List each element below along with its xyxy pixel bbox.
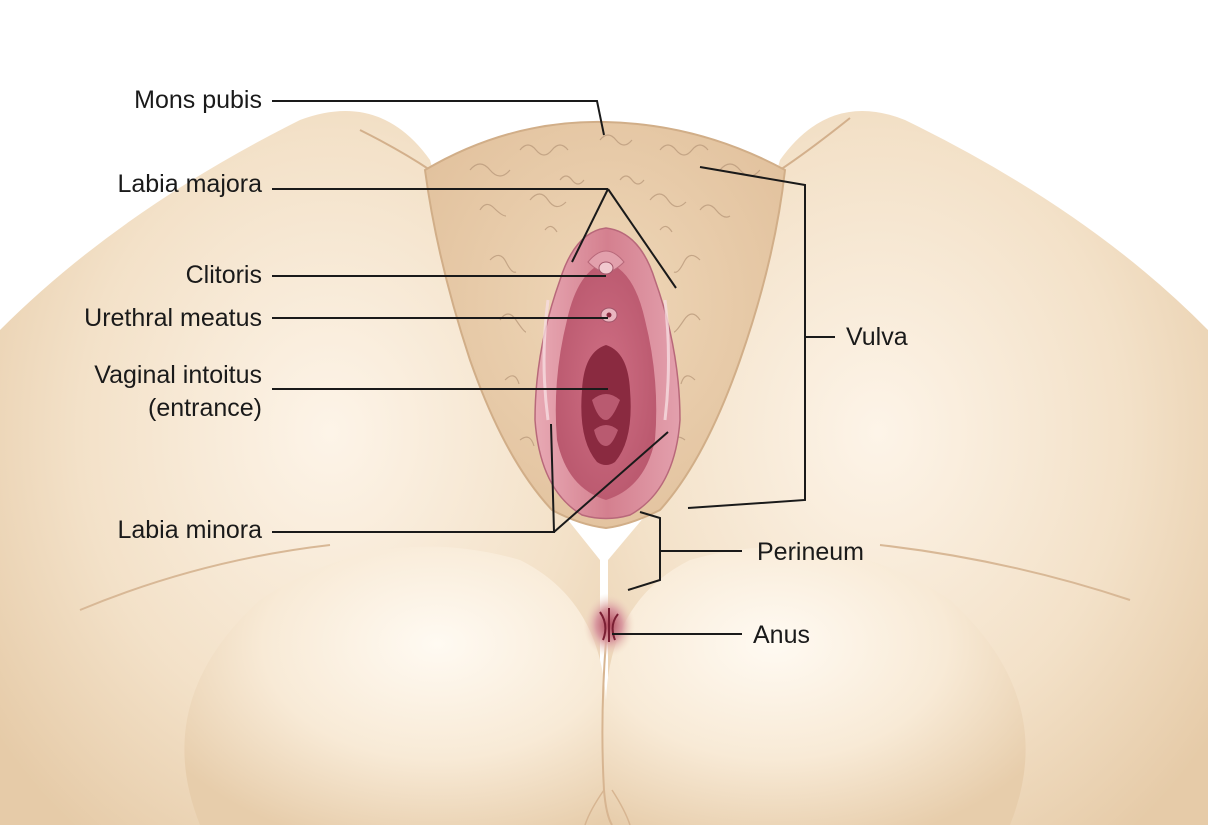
leader-mons-pubis bbox=[272, 100, 605, 136]
label-urethral-meatus: Urethral meatus bbox=[84, 304, 262, 332]
label-anus: Anus bbox=[753, 621, 810, 649]
label-mons-pubis: Mons pubis bbox=[134, 86, 262, 114]
bracket-perineum bbox=[627, 511, 661, 591]
label-vulva: Vulva bbox=[846, 323, 908, 351]
label-perineum: Perineum bbox=[757, 538, 864, 566]
label-vaginal-introitus: Vaginal intoitus bbox=[94, 361, 262, 389]
leader-labia-majora-left bbox=[571, 188, 609, 263]
label-clitoris: Clitoris bbox=[185, 261, 262, 289]
leader-labia-minora-right bbox=[553, 431, 669, 533]
leader-labia-majora-right bbox=[607, 188, 677, 289]
hair-texture bbox=[469, 134, 761, 447]
labia-minora-region bbox=[534, 227, 681, 520]
anus-illustration bbox=[583, 593, 635, 657]
label-labia-minora: Labia minora bbox=[117, 516, 262, 544]
label-vaginal-introitus-sub: (entrance) bbox=[148, 394, 262, 422]
leader-lines bbox=[272, 100, 835, 635]
bracket-vulva bbox=[687, 166, 806, 509]
label-labia-majora: Labia majora bbox=[117, 170, 262, 198]
